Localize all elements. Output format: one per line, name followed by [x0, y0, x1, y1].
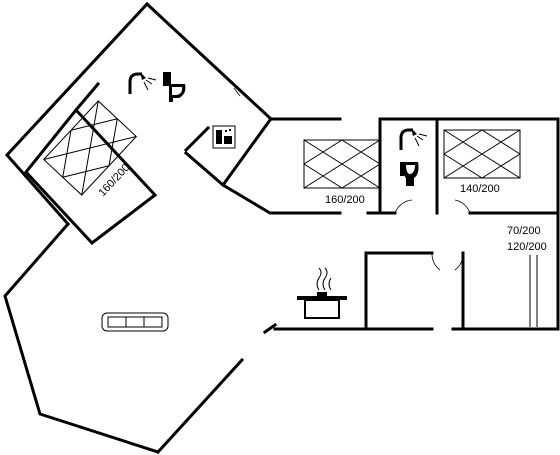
wall-wing-north — [144, 1, 274, 122]
doors — [233, 87, 471, 271]
wall-east-top-right — [378, 117, 560, 331]
washing-machine-icon — [212, 125, 236, 149]
wall-living-west — [3, 221, 160, 454]
shower-icon — [128, 72, 157, 94]
door-swing-bedroom4 — [454, 252, 464, 271]
bed-1: 160/200 — [42, 100, 138, 199]
bed-4: 70/200 120/200 — [507, 225, 547, 253]
wall-bedroom1-east — [24, 107, 158, 246]
wall-wing-south — [183, 150, 342, 215]
door-swing-bath1 — [233, 87, 241, 97]
door-swing-bath2 — [394, 199, 413, 214]
bed-4-single-size-label: 70/200 — [507, 225, 541, 237]
wall-wing-west — [4, 1, 150, 227]
bed-4-double-size-label: 120/200 — [507, 241, 547, 253]
sofa-icon — [101, 312, 169, 332]
toilet-icon-2 — [400, 162, 419, 186]
stove-pot-icon — [297, 267, 347, 319]
toilet-icon — [163, 72, 186, 102]
door-swing-bedroom3 — [454, 199, 471, 214]
wall-bath-partition — [183, 125, 211, 153]
wall-living-partition — [262, 322, 278, 335]
bed-3-size-label: 140/200 — [460, 183, 500, 195]
wall-wc-diag — [220, 117, 273, 188]
bed-2-size-label: 160/200 — [325, 194, 365, 206]
wall-living-south — [155, 357, 245, 455]
wall-bedroom1-partition — [73, 81, 101, 113]
door-swing-kitchen — [431, 252, 441, 271]
shower-icon-2 — [399, 128, 428, 150]
walls — [3, 1, 560, 455]
bed-2: 160/200 — [303, 139, 381, 206]
bed-3: 140/200 — [443, 129, 521, 195]
